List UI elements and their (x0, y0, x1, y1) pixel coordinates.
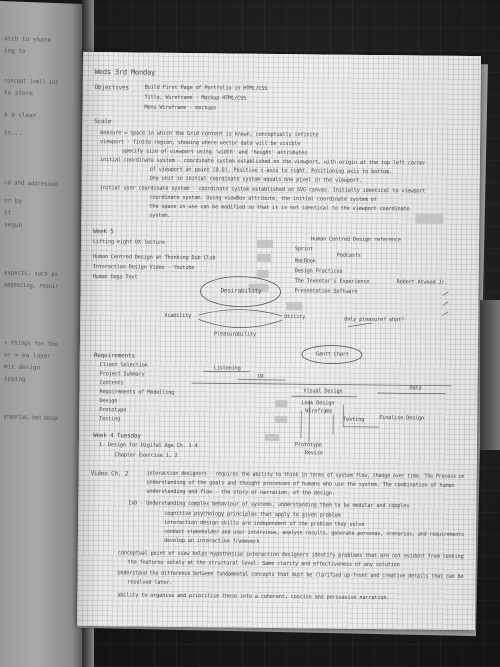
diagram-center-label: Desirability (220, 287, 262, 295)
left-page-line: is... (4, 129, 23, 137)
left-page-line: properties, best design (4, 413, 59, 423)
gantt-bar-label: Visual Design (303, 388, 343, 395)
left-page-line: mic design (4, 363, 41, 372)
notes-line: resolved later. (127, 579, 173, 586)
gantt-title: Gantt Chart (315, 351, 349, 358)
facing-left-page: atch to share ing to concept (xml) int t… (0, 0, 90, 667)
left-page-line: cd and addressed (4, 179, 58, 189)
gantt-axis (192, 383, 452, 386)
week4-line: 1. Design for Digital Age Ch. 1-4 (98, 442, 198, 450)
notes-label: Video Ch. 2 (90, 470, 129, 478)
left-page-line: or by (4, 197, 23, 205)
requirement-item: Project Summary (99, 371, 145, 378)
cycle-arrow (198, 319, 282, 328)
requirement-item: Requirements of Modelling (99, 389, 175, 396)
week4-label: Week 4 Tuesday (92, 432, 141, 440)
desirability-ellipse (200, 276, 280, 307)
margin-tick (442, 292, 448, 316)
diagram-bottom-label: Pleasurability (214, 331, 256, 338)
requirement-item: Client Selection (99, 362, 148, 369)
requirement-item: Prototype (99, 407, 127, 414)
left-page-line: aspects, such as (4, 269, 58, 279)
left-page-line: it (4, 209, 12, 217)
requirement-item: Contents (99, 380, 124, 387)
gantt-bar-line (377, 393, 445, 394)
left-page-line: s things for the (4, 339, 58, 349)
gantt-title-ellipse (302, 345, 362, 364)
gantt-bar-line (238, 380, 286, 381)
redacted-block (264, 433, 280, 442)
gantt-bar-line (291, 396, 357, 397)
gantt-task-label: Look Design (301, 400, 335, 407)
left-page-line: concept (xml) int (4, 77, 59, 87)
notes-sketch (77, 52, 481, 630)
requirement-item: Testing (99, 416, 121, 423)
left-page-line: atch to share (4, 35, 51, 44)
notes-line: develop an interaction framework (163, 537, 260, 545)
left-page-line: appearing, requir (4, 281, 59, 291)
gantt-task-label: Wireframe (305, 408, 333, 415)
left-page-line: to store (4, 89, 33, 98)
left-page-line: ing to (4, 47, 26, 55)
gantt-bar-label: Data (409, 385, 422, 392)
left-page-line: ur = ea layer (4, 351, 51, 360)
notebook-page: Weds 3rd Monday Objectives Build First P… (77, 51, 481, 631)
requirement-item: Design (99, 398, 118, 405)
gantt-task-label: Revise (304, 450, 323, 457)
binder-clip (480, 300, 500, 450)
gantt-task-line (301, 400, 379, 443)
redacted-block (275, 415, 288, 424)
diagram-callout: Only pleasure? what? (344, 316, 405, 324)
gantt-task-label: Prototype (294, 442, 322, 449)
week4-line: Chapter Exercise 1, 2 (114, 452, 178, 459)
left-page-line: ipping (4, 375, 26, 383)
gantt-task-label: Testing (343, 416, 365, 423)
gantt-bar-label: UX (257, 373, 264, 380)
gantt-task-label: Finalise Design (379, 415, 425, 422)
annotation-arrow (348, 323, 372, 327)
gantt-bar-label: Listening (213, 365, 241, 372)
diagram-right-label: Utility (284, 314, 306, 321)
left-page-line: s a clear (4, 111, 37, 120)
left-page-line: seque (4, 221, 23, 229)
redacted-block (275, 399, 288, 408)
diagram-left-label: Viability (164, 312, 192, 320)
requirements-label: Requirements (93, 352, 135, 360)
cycle-arrow (198, 309, 282, 316)
